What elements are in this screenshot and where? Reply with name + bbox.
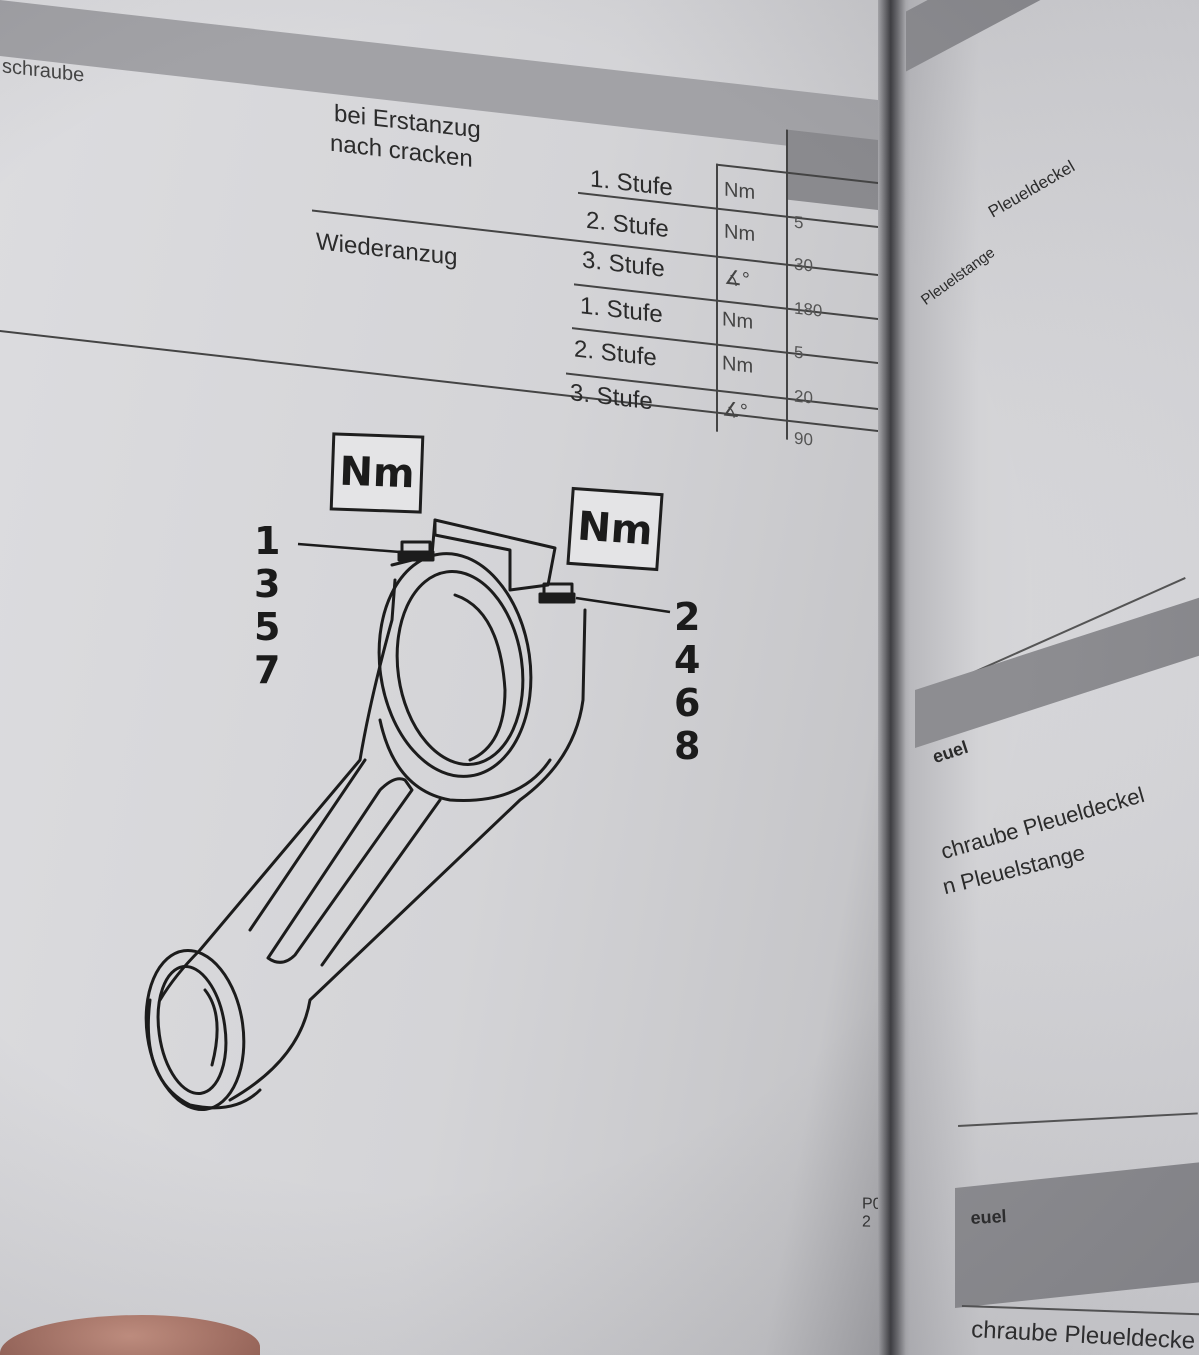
connecting-rod-figure: Nm Nm 1 3 5 7 2 4 6 8 xyxy=(144,432,700,1112)
torque-symbol-right: Nm xyxy=(566,486,664,572)
sequence-number: 3 xyxy=(254,562,281,606)
sequence-number: 2 xyxy=(674,595,701,639)
connecting-rod-drawing xyxy=(144,518,671,1112)
sequence-number: 5 xyxy=(254,605,281,649)
torque-symbol-left: Nm xyxy=(329,432,425,514)
tightening-sequence-left: 1 3 5 7 xyxy=(254,520,280,692)
right-section2-band xyxy=(955,1161,1199,1308)
sequence-number: 7 xyxy=(254,648,281,692)
sequence-number: 8 xyxy=(674,724,701,768)
sequence-number: 1 xyxy=(254,519,281,563)
right-section2-header: euel xyxy=(970,1206,1008,1228)
sequence-number: 6 xyxy=(674,681,701,725)
left-page: schraube bei Erstanzug nach cracken Wied… xyxy=(0,0,918,1355)
book-gutter xyxy=(878,0,906,1355)
tightening-sequence-right: 2 4 6 8 xyxy=(674,596,700,768)
sequence-number: 4 xyxy=(674,638,701,682)
